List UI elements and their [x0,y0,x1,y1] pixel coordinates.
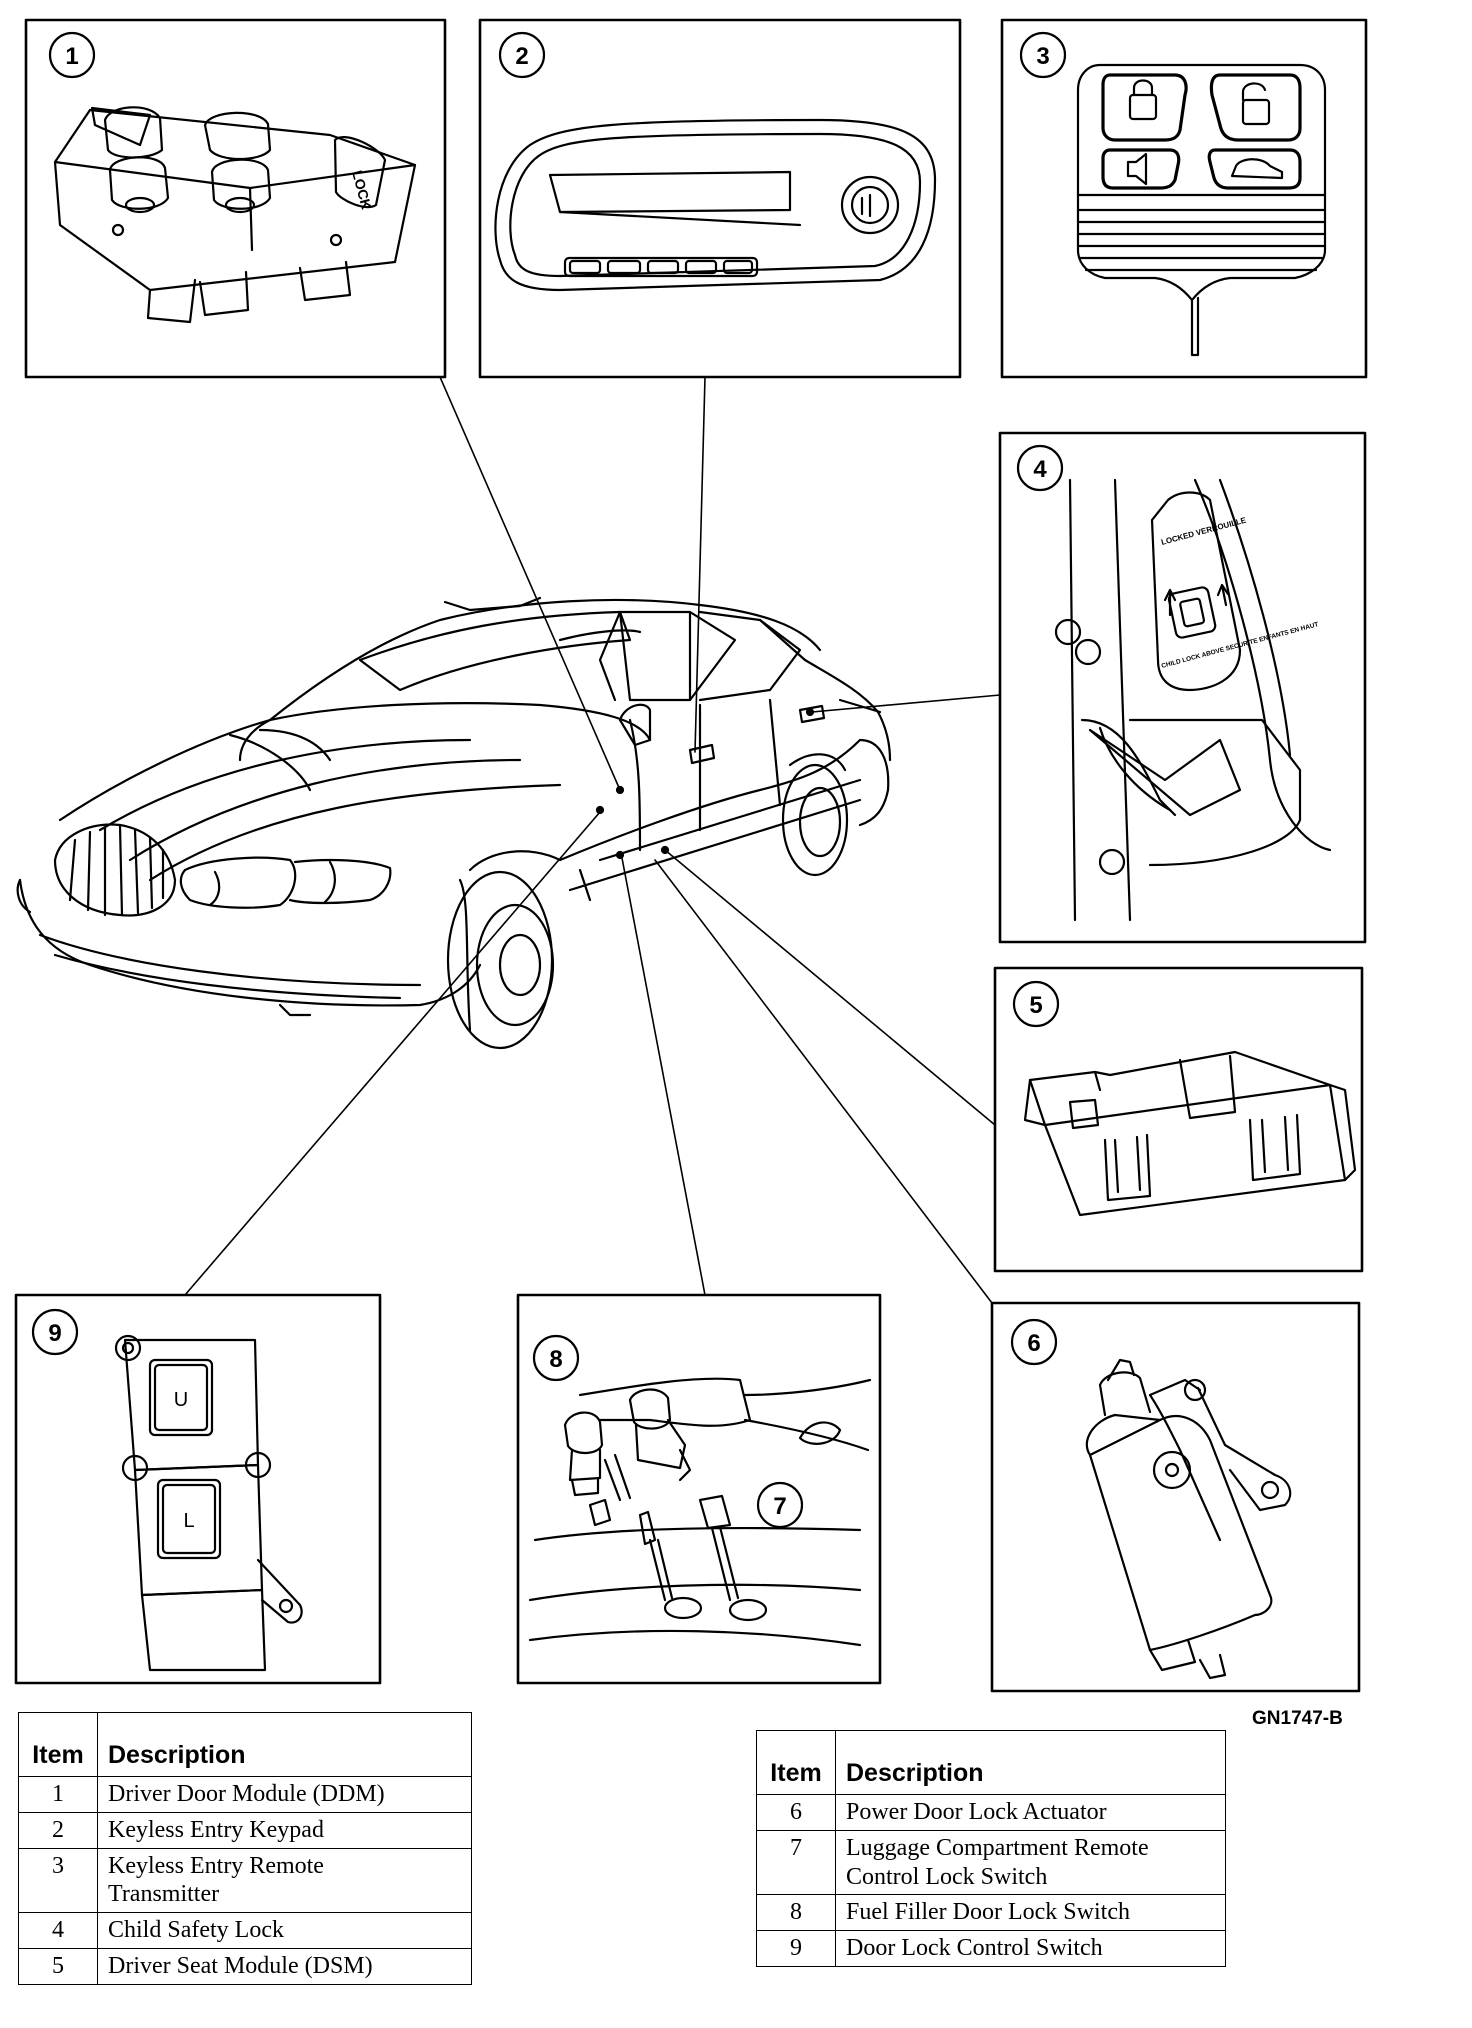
callout-1: 1 [65,43,78,70]
callout-4: 4 [1033,456,1047,483]
table-row: 8 Fuel Filler Door Lock Switch [756,1894,1226,1932]
figure-code: GN1747-B [1252,1708,1343,1729]
item-description: Keyless Entry Remote Transmitter [97,1847,472,1914]
item-number: 8 [756,1894,836,1932]
leader-6 [654,859,993,1304]
child-lock-drawing: LOCKED VERROUILLE CHILD LOCK ABOVE SECUR… [1054,478,1332,922]
switches-drawing [528,1377,872,1647]
leader-4 [811,694,1001,713]
leader-1 [439,376,621,791]
table-row: 4 Child Safety Lock [18,1912,472,1949]
item-description: Power Door Lock Actuator [835,1794,1226,1831]
child-lock-locked-text: LOCKED VERROUILLE [1160,515,1248,547]
table-row: 3 Keyless Entry Remote Transmitter [18,1847,472,1914]
item-number: 1 [18,1776,98,1813]
panel-child-safety-lock: 4 LOCKED VERROUILLE CHILD LOCK ABOVE SEC… [998,431,1367,944]
item-number: 3 [18,1847,98,1914]
callout-3: 3 [1036,43,1049,70]
keypad-handle-drawing [494,118,937,292]
item-number: 6 [756,1794,836,1831]
child-lock-note-text: CHILD LOCK ABOVE SECURITE ENFANTS EN HAU… [1161,621,1320,670]
item-description: Driver Seat Module (DSM) [97,1947,472,1985]
header-description: Description [97,1712,472,1777]
item-number: 9 [756,1930,836,1967]
item-number: 7 [756,1829,836,1896]
leader-2 [694,376,706,753]
dsm-module-drawing [1023,1050,1357,1217]
item-description: Fuel Filler Door Lock Switch [835,1894,1226,1932]
legend-table-left: Item Description 1 Driver Door Module (D… [18,1712,472,1985]
table-row: 6 Power Door Lock Actuator [756,1794,1226,1831]
control-switch-drawing: U L [114,1334,303,1672]
panel-keyless-entry-keypad: 2 [478,18,962,379]
callout-7: 7 [773,1493,786,1520]
panel-driver-seat-module: 5 [993,966,1364,1273]
panel-remote-transmitter: 3 [1000,18,1368,379]
callout-8: 8 [549,1346,562,1373]
callout-6: 6 [1027,1330,1040,1357]
vehicle-illustration [16,596,892,1050]
table-row: 9 Door Lock Control Switch [756,1930,1226,1967]
table-row: 2 Keyless Entry Keypad [18,1811,472,1849]
item-description: Door Lock Control Switch [835,1930,1226,1967]
legend-table-right: Item Description 6 Power Door Lock Actua… [756,1730,1226,1967]
leader-9 [184,811,601,1296]
header-item: Item [18,1712,98,1777]
switch-low-label: L [183,1510,194,1532]
callout-9: 9 [48,1320,61,1347]
panel-door-lock-actuator: 6 [990,1301,1361,1693]
item-description: Keyless Entry Keypad [97,1811,472,1849]
panel-driver-door-module: 1 LOCK [24,18,447,379]
panel-lock-switches: 8 7 [516,1293,882,1685]
item-number: 5 [18,1947,98,1985]
leader-5 [664,849,996,1126]
header-item: Item [756,1730,836,1795]
remote-fob-drawing [1076,63,1327,357]
item-description: Luggage Compartment Remote Control Lock … [835,1829,1226,1896]
item-number: 2 [18,1811,98,1849]
leader-lines [184,376,1001,1304]
callout-5: 5 [1029,992,1042,1019]
switch-up-label: U [174,1389,188,1411]
item-description: Driver Door Module (DDM) [97,1776,472,1813]
callout-2: 2 [515,43,528,70]
ddm-switch-drawing: LOCK [53,106,417,324]
leader-8 [621,857,706,1296]
table-row: 5 Driver Seat Module (DSM) [18,1947,472,1985]
item-description: Child Safety Lock [97,1912,472,1949]
table-row: 7 Luggage Compartment Remote Control Loc… [756,1829,1226,1896]
item-number: 4 [18,1912,98,1949]
actuator-drawing [1085,1358,1292,1680]
panel-door-lock-control-switch: 9 U L [14,1293,382,1685]
table-row: 1 Driver Door Module (DDM) [18,1776,472,1813]
header-description: Description [835,1730,1226,1795]
